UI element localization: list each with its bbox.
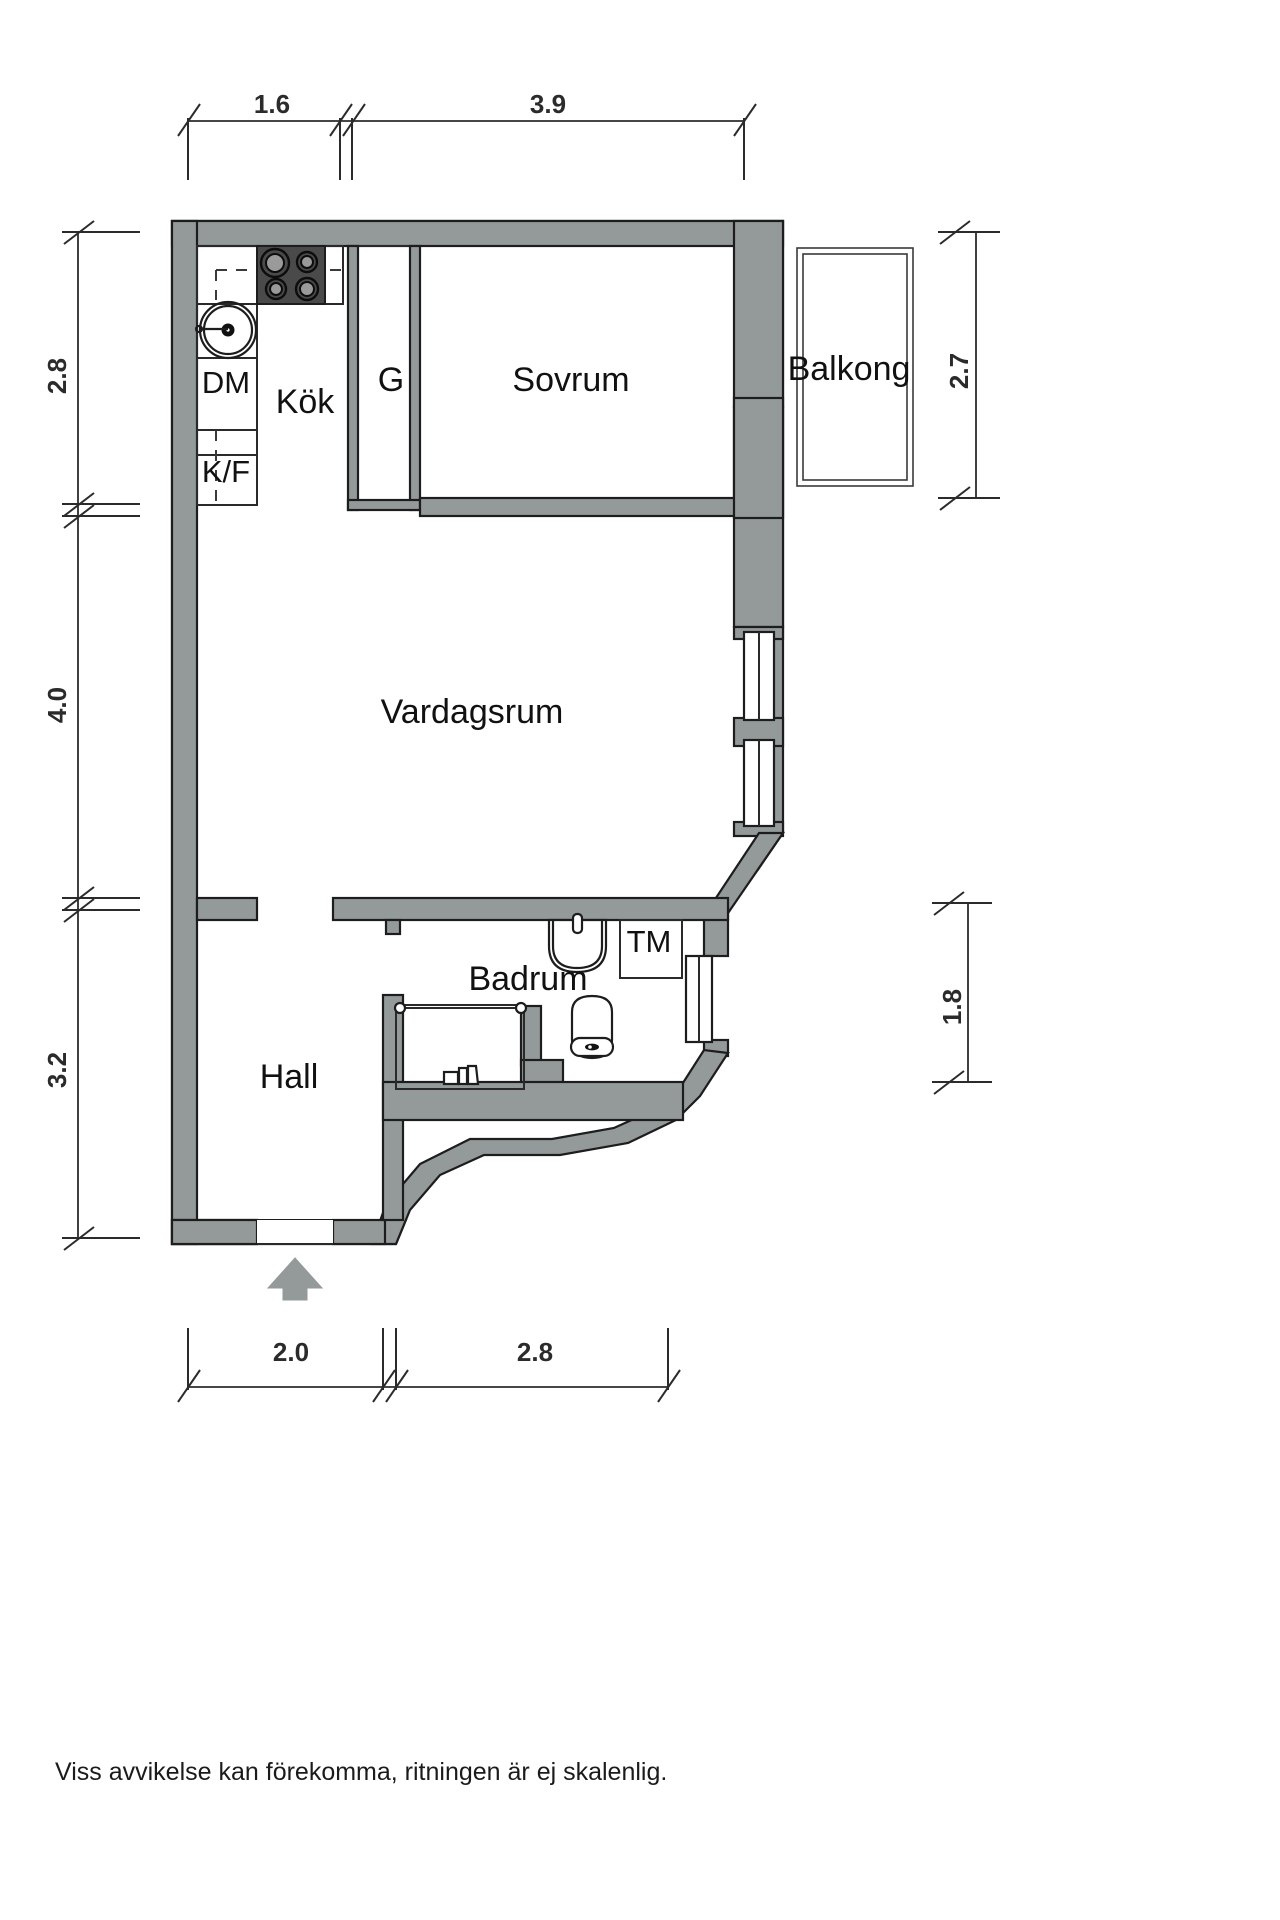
living-room-windows [742, 630, 776, 828]
room-labels: DM K/F Kök G Sovrum Balkong Vardagsrum B… [202, 350, 911, 1096]
dim-left-2: 4.0 [42, 687, 72, 723]
dim-top-2: 3.9 [530, 89, 566, 119]
room-label-vardagsrum: Vardagsrum [381, 693, 564, 731]
stove-hob [256, 245, 326, 305]
apartment-wall-bands [170, 219, 786, 1246]
dim-bottom-2: 2.8 [517, 1337, 553, 1367]
bottom-dimension-chain [177, 1328, 681, 1403]
dim-bottom-1: 2.0 [273, 1337, 309, 1367]
right-dimension-chain-lower [932, 891, 992, 1095]
room-label-balkong: Balkong [788, 350, 911, 388]
room-label-g: G [378, 361, 404, 399]
hall-partition-stub [195, 896, 259, 922]
kitchen-sink [194, 300, 258, 360]
room-label-tm: TM [627, 924, 672, 959]
room-label-badrum: Badrum [468, 960, 587, 998]
shower-enclosure [393, 1001, 528, 1090]
entrance-arrow-icon [266, 1257, 324, 1301]
dim-left-3: 3.2 [42, 1052, 72, 1088]
toilet [569, 994, 615, 1060]
washing-machine-tm [619, 919, 683, 979]
bathroom-washbasin [547, 912, 608, 974]
dimension-labels: 1.6 3.9 2.0 2.8 2.8 4.0 3.2 2.7 1.8 [42, 89, 974, 1367]
room-label-dm: DM [202, 365, 250, 400]
room-label-sovrum: Sovrum [512, 361, 629, 399]
bathroom-door-strip [684, 954, 714, 1044]
left-dimension-chain [62, 220, 140, 1251]
dim-left-1: 2.8 [42, 358, 72, 394]
dim-top-1: 1.6 [254, 89, 290, 119]
right-dimension-chain-upper [938, 220, 1000, 511]
interior-fill [197, 246, 758, 1219]
balcony-outline [796, 247, 914, 487]
dim-right-2: 1.8 [937, 989, 967, 1025]
shower-mixer-icon [442, 1064, 480, 1086]
dim-right-1: 2.7 [944, 353, 974, 389]
top-dimension-chain [177, 103, 757, 180]
room-label-hall: Hall [260, 1058, 319, 1096]
room-label-kf: K/F [202, 454, 250, 489]
entrance-door-opening [257, 1220, 333, 1245]
room-label-kok: Kök [276, 383, 336, 421]
disclaimer-note: Viss avvikelse kan förekomma, ritningen … [55, 1758, 668, 1786]
bedroom-partition [418, 396, 785, 520]
